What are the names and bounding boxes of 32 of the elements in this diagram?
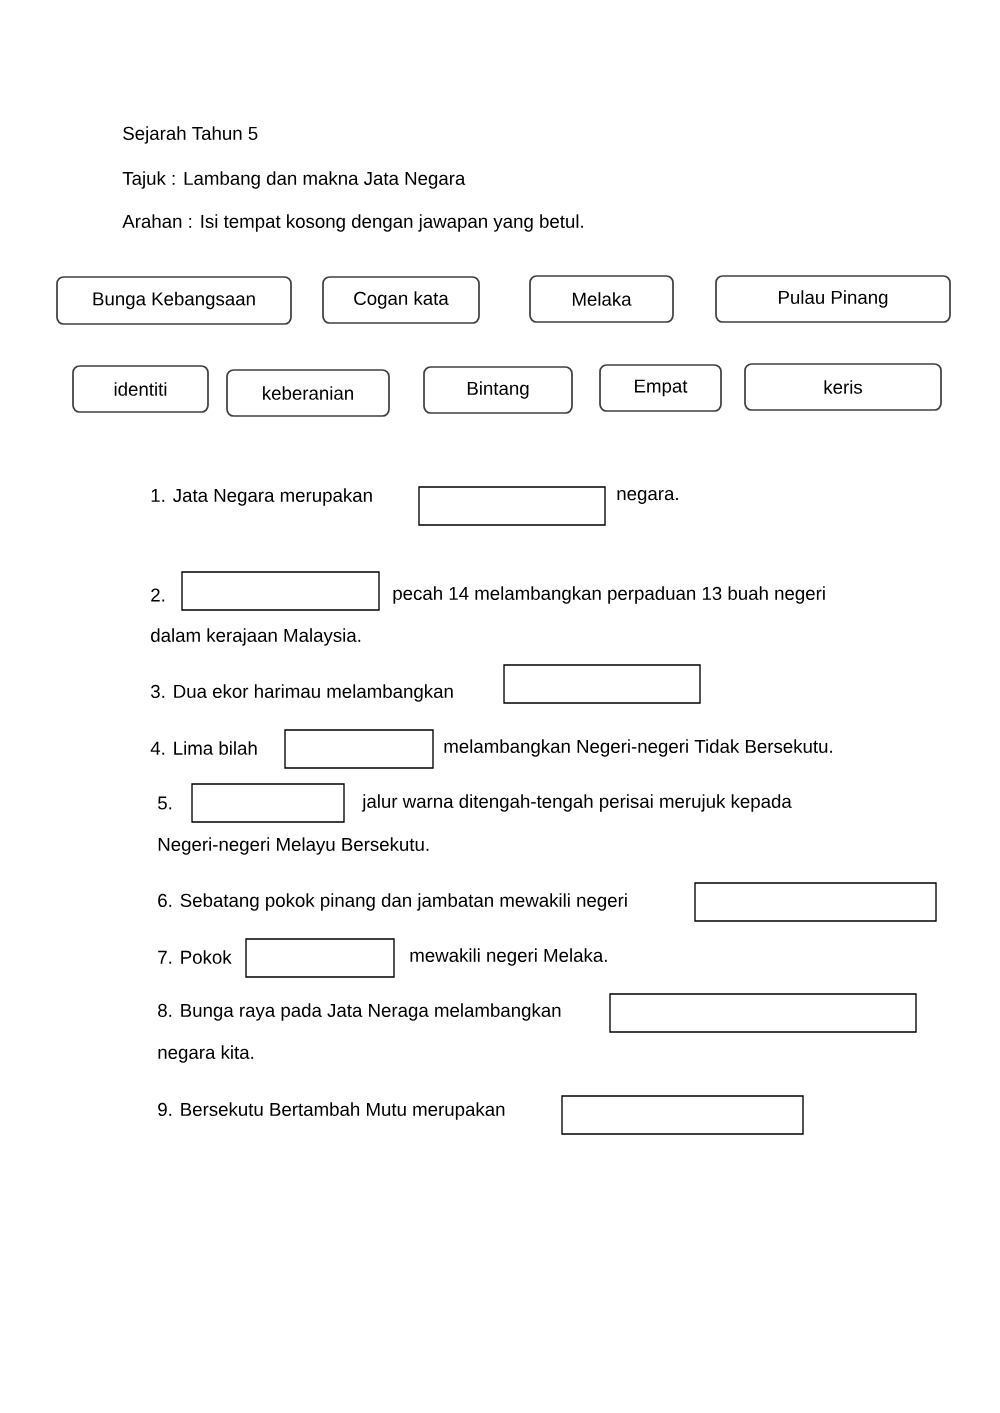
question-text: melambangkan Negeri-negeri Tidak Bersekutu. <box>444 739 832 757</box>
answer-box <box>418 486 606 526</box>
answer-box <box>245 938 395 978</box>
answer-box <box>284 729 434 769</box>
heading-text: Arahan : Isi tempat kosong dengan jawapan yang betul. <box>122 214 583 232</box>
word-box: identiti <box>72 365 209 413</box>
question-text: jalur warna ditengah-tengah perisai merujuk kepada <box>361 794 792 812</box>
answer-box <box>191 783 345 823</box>
answer-box <box>181 571 380 611</box>
question-text: 8. Bunga raya pada Jata Neraga melambangkan <box>158 1003 561 1021</box>
answer-box <box>694 882 937 922</box>
word-box: Melaka <box>529 275 674 323</box>
question-text: 4. Lima bilah <box>150 741 257 755</box>
word-box: Pulau Pinang <box>715 275 951 323</box>
question-text: 5. <box>158 796 172 810</box>
question-text: mewakili negeri Melaka. <box>410 948 607 966</box>
word-box: Bunga Kebangsaan <box>56 276 292 325</box>
word-box: Bintang <box>423 366 573 414</box>
word-box: Empat <box>599 364 722 412</box>
question-text: 1. Jata Negara merupakan <box>151 488 372 506</box>
word-box: keberanian <box>226 369 390 417</box>
answer-box <box>561 1095 804 1135</box>
answer-box <box>503 664 701 704</box>
question-text: 2. <box>151 588 165 602</box>
question-text: 3. Dua ekor harimau melambangkan <box>151 684 453 702</box>
answer-box <box>609 993 917 1033</box>
word-box: keris <box>744 363 942 411</box>
word-box: Cogan kata <box>322 276 480 324</box>
question-text: dalam kerajaan Malaysia. <box>151 628 361 646</box>
question-text: negara kita. <box>158 1045 254 1063</box>
heading-text: Sejarah Tahun 5 <box>123 126 258 144</box>
heading-text: Tajuk : Lambang dan makna Jata Negara <box>122 171 466 189</box>
